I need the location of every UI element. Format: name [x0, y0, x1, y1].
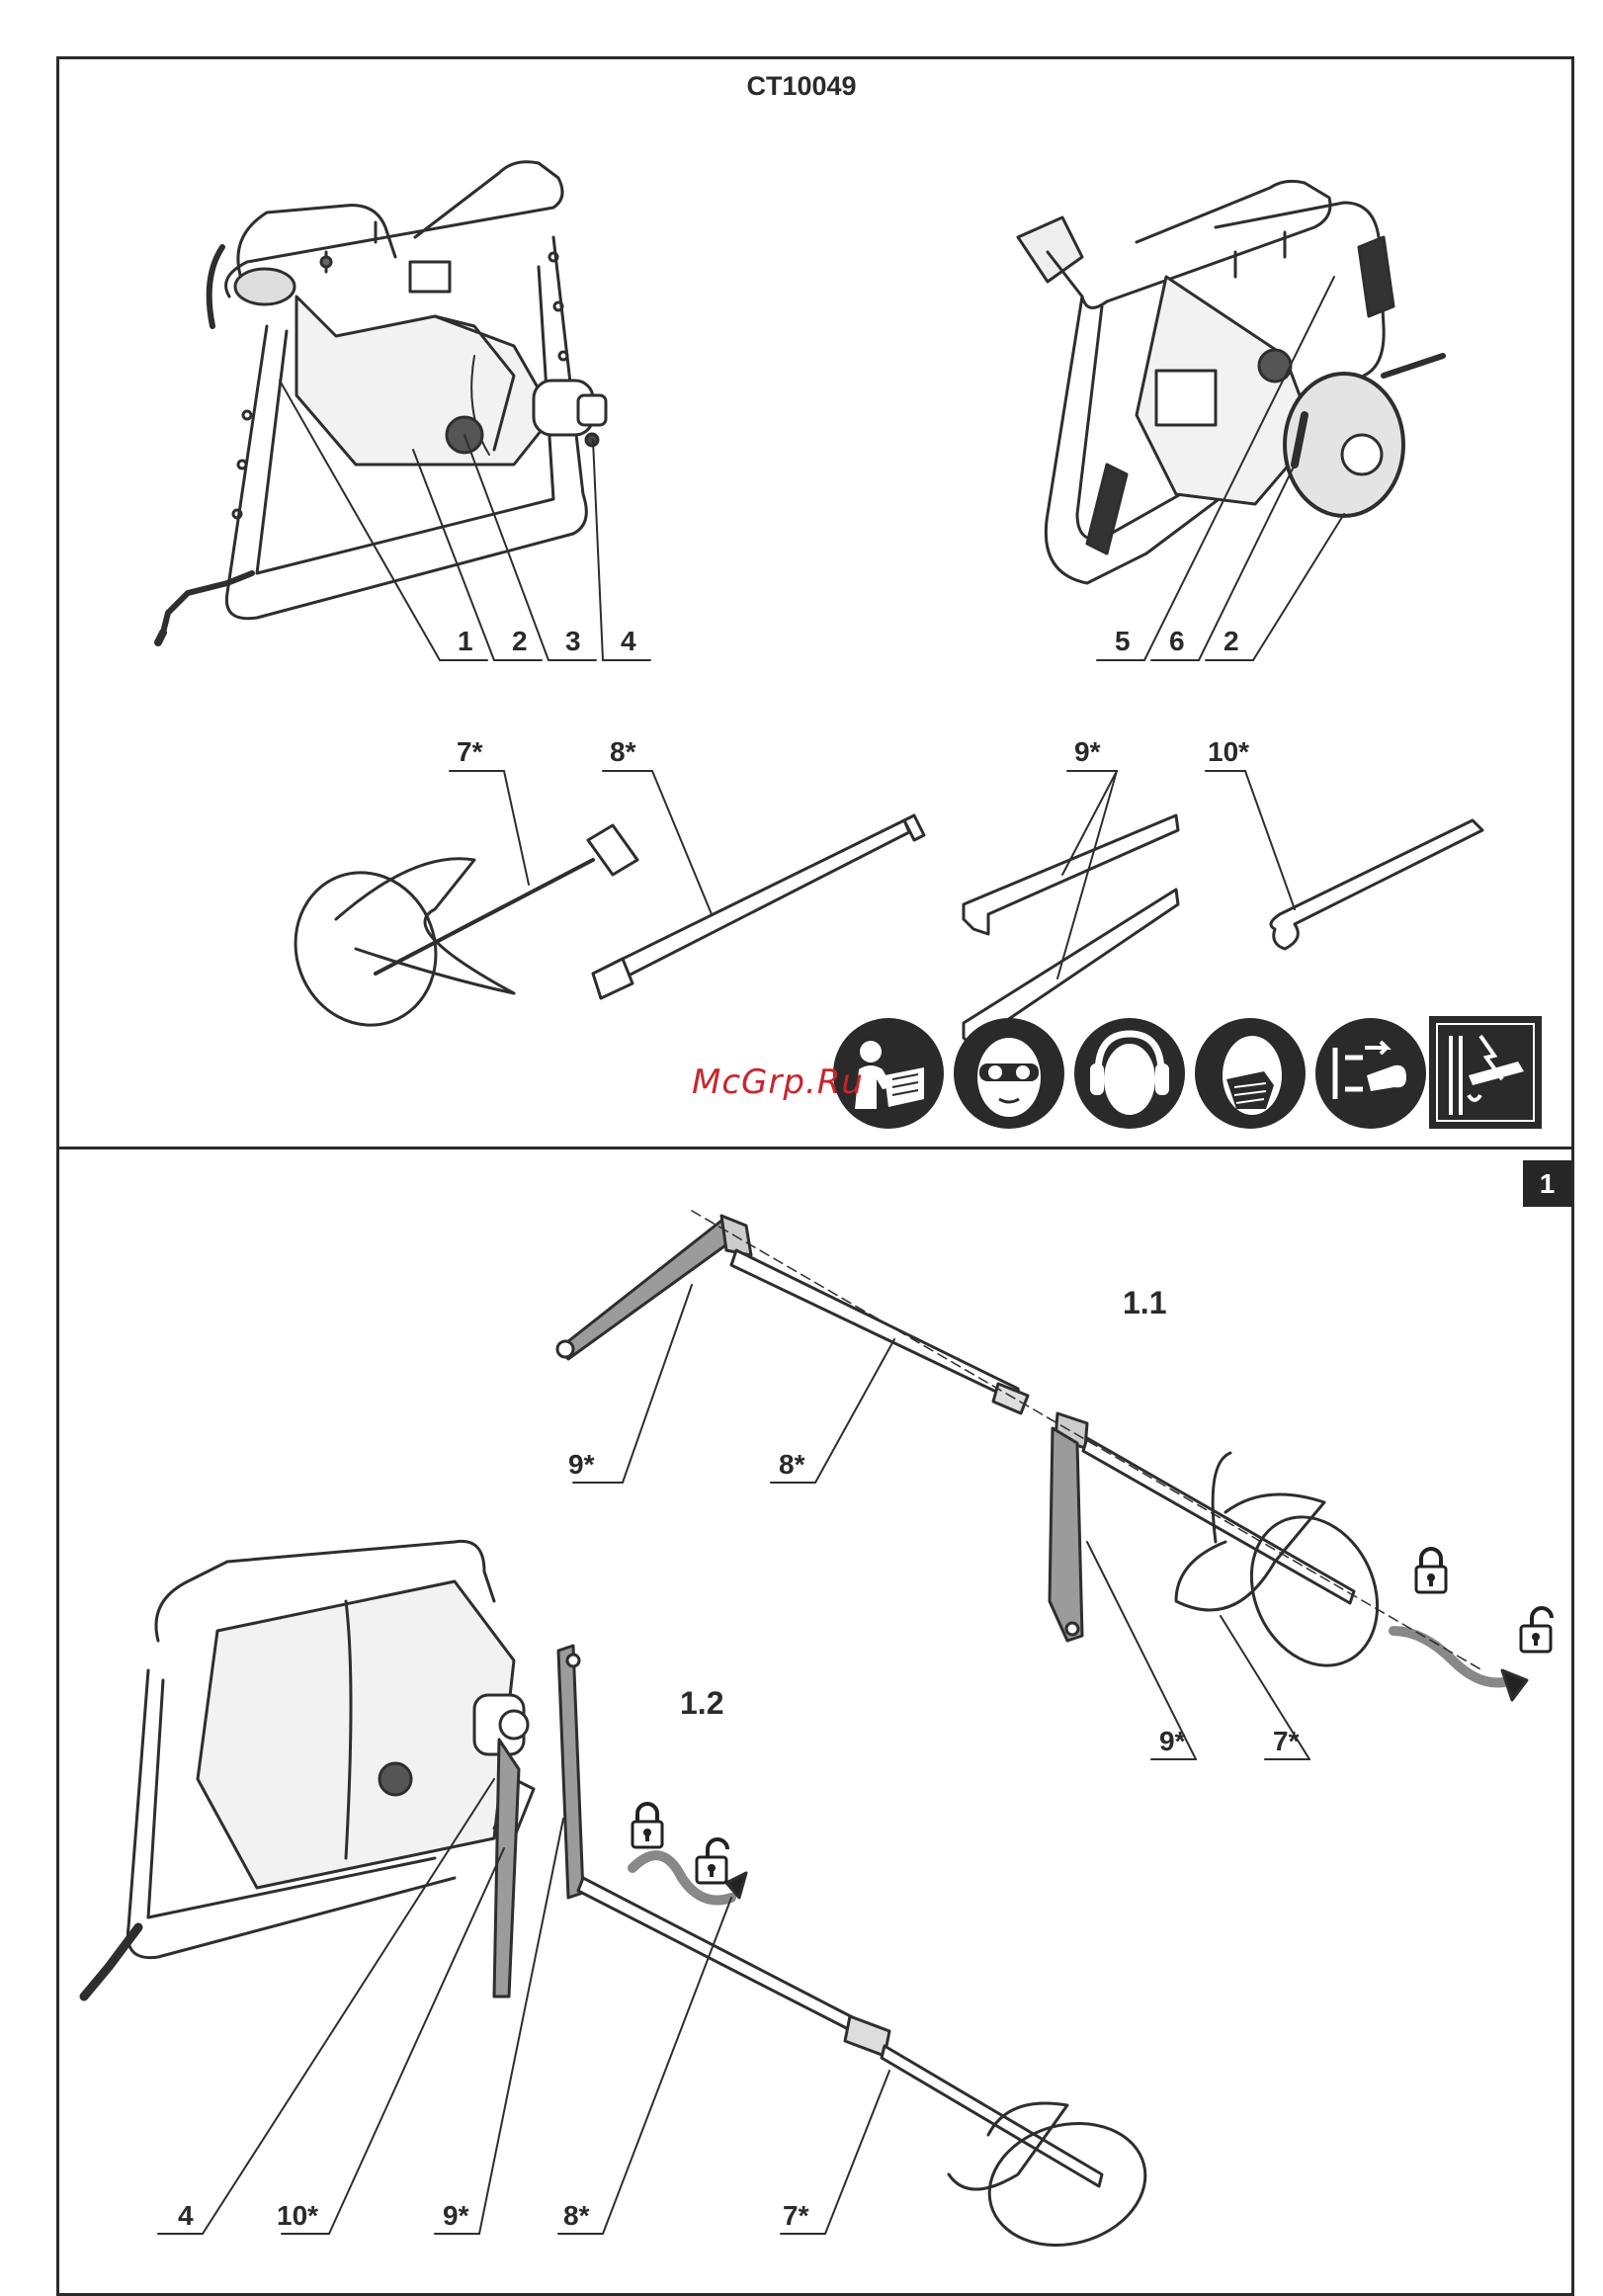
callout-7: 7*: [457, 736, 482, 768]
callout-1: 1: [458, 626, 473, 657]
section-label-1-2: 1.2: [680, 1685, 723, 1722]
callout-3: 3: [565, 626, 581, 657]
unplug-before-service-icon: [1315, 1018, 1426, 1129]
callout-1-2-4: 4: [178, 2200, 194, 2232]
lock-icon: [630, 1802, 665, 1851]
assembly-1-1-art: [557, 1211, 1527, 1759]
callout-2-right: 2: [1223, 626, 1239, 657]
callout-2: 2: [512, 626, 528, 657]
eye-protection-icon: [954, 1018, 1064, 1129]
callout-6: 6: [1169, 626, 1185, 657]
extension-rod-accessory: [593, 771, 924, 998]
callout-1-2-10: 10*: [277, 2200, 318, 2232]
open-end-wrench-accessory: [1206, 771, 1482, 949]
callout-1-1-8: 8*: [779, 1449, 804, 1481]
callout-1-2-8: 8*: [563, 2200, 589, 2232]
dust-mask-icon: [1195, 1018, 1306, 1129]
unlock-icon: [1518, 1606, 1558, 1656]
callout-1-1-9b: 9*: [1159, 1726, 1185, 1757]
callout-1-2-9: 9*: [443, 2200, 468, 2232]
mixer-rear-view: [1018, 181, 1443, 583]
mixer-front-view: [158, 162, 606, 642]
hidden-wiring-warning-icon: [1429, 1016, 1542, 1129]
callout-1-1-9a: 9*: [568, 1449, 594, 1481]
section-label-1-1: 1.1: [1123, 1285, 1166, 1321]
callout-9: 9*: [1074, 736, 1100, 768]
unlock-icon: [694, 1837, 733, 1887]
ear-protection-icon: [1074, 1018, 1185, 1129]
page-badge: 1: [1523, 1160, 1571, 1207]
callout-4: 4: [621, 626, 636, 657]
lock-icon: [1413, 1547, 1449, 1596]
watermark: McGrp.Ru: [692, 1063, 864, 1102]
callout-8: 8*: [610, 736, 635, 768]
assembly-1-2-art: [84, 1541, 1159, 2261]
callout-10: 10*: [1208, 736, 1249, 768]
spanner-accessory: [964, 771, 1178, 1053]
callout-1-2-7: 7*: [783, 2200, 808, 2232]
mixing-paddle-accessory: [275, 771, 637, 1045]
callout-1-1-7: 7*: [1273, 1726, 1299, 1757]
callout-5: 5: [1115, 626, 1131, 657]
